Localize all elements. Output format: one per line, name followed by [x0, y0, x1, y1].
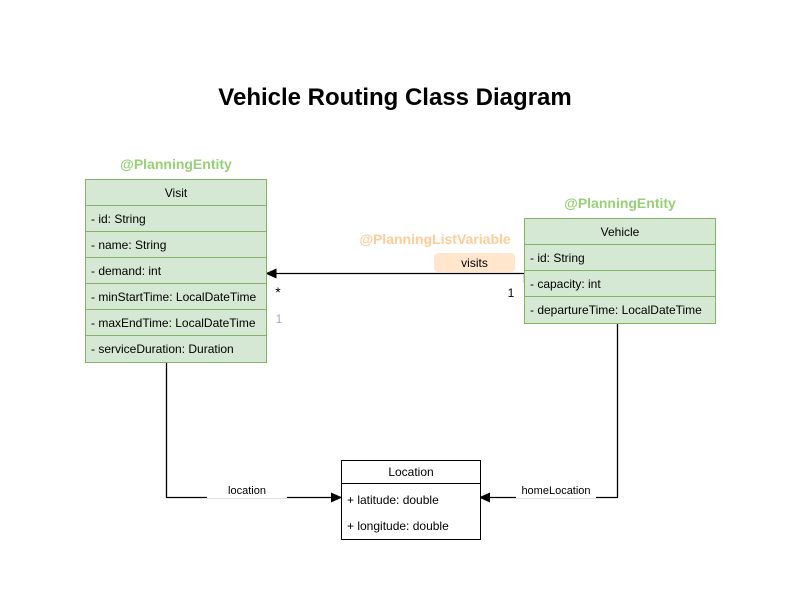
location-edge-label: location — [207, 485, 287, 498]
visit-attribute-name: - name: String — [86, 232, 266, 258]
visit-attribute-demand: - demand: int — [86, 258, 266, 284]
location-attributes: + latitude: double + longitude: double — [342, 484, 480, 539]
vehicle-attribute-id: - id: String — [525, 245, 715, 271]
visit-attribute-service-duration: - serviceDuration: Duration — [91, 342, 234, 356]
home-location-edge-label: homeLocation — [516, 485, 596, 498]
location-edge-arrowhead-icon — [331, 492, 343, 503]
location-class-name: Location — [342, 461, 480, 484]
planning-list-variable-annotation: @PlanningListVariable — [359, 231, 511, 247]
visit-attribute-max-end-time: - maxEndTime: LocalDateTime — [86, 310, 266, 336]
vehicle-attribute-capacity: - capacity: int — [525, 271, 715, 297]
home-location-edge-arrowhead-icon — [478, 492, 490, 503]
location-attribute-latitude: + latitude: double — [347, 493, 439, 507]
diagram-title: Vehicle Routing Class Diagram — [218, 84, 572, 111]
vehicle-planning-entity-annotation: @PlanningEntity — [564, 195, 676, 211]
visits-target-multiplicity: * — [275, 284, 281, 300]
visits-edge — [275, 272, 526, 283]
visit-planning-entity-annotation: @PlanningEntity — [120, 156, 232, 172]
visit-class-name: Visit — [86, 180, 266, 206]
visit-attribute-id: - id: String — [86, 206, 266, 232]
visits-edge-arrowhead-icon — [265, 268, 277, 279]
location-class-box: Location + latitude: double + longitude:… — [341, 460, 481, 540]
visit-class-box: Visit - id: String - name: String - dema… — [85, 179, 267, 363]
location-attribute-longitude: + longitude: double — [347, 519, 449, 533]
visit-attribute-min-start-time: - minStartTime: LocalDateTime — [86, 284, 266, 310]
location-edge — [165, 362, 332, 499]
visits-source-multiplicity: 1 — [507, 286, 515, 300]
vehicle-attribute-departure-time: - departureTime: LocalDateTime — [530, 303, 702, 317]
visits-edge-label: visits — [434, 253, 515, 272]
visits-secondary-multiplicity: 1 — [275, 312, 283, 326]
vehicle-class-box: Vehicle - id: String - capacity: int - d… — [524, 218, 716, 324]
vehicle-class-name: Vehicle — [525, 219, 715, 245]
home-location-edge — [489, 322, 619, 499]
